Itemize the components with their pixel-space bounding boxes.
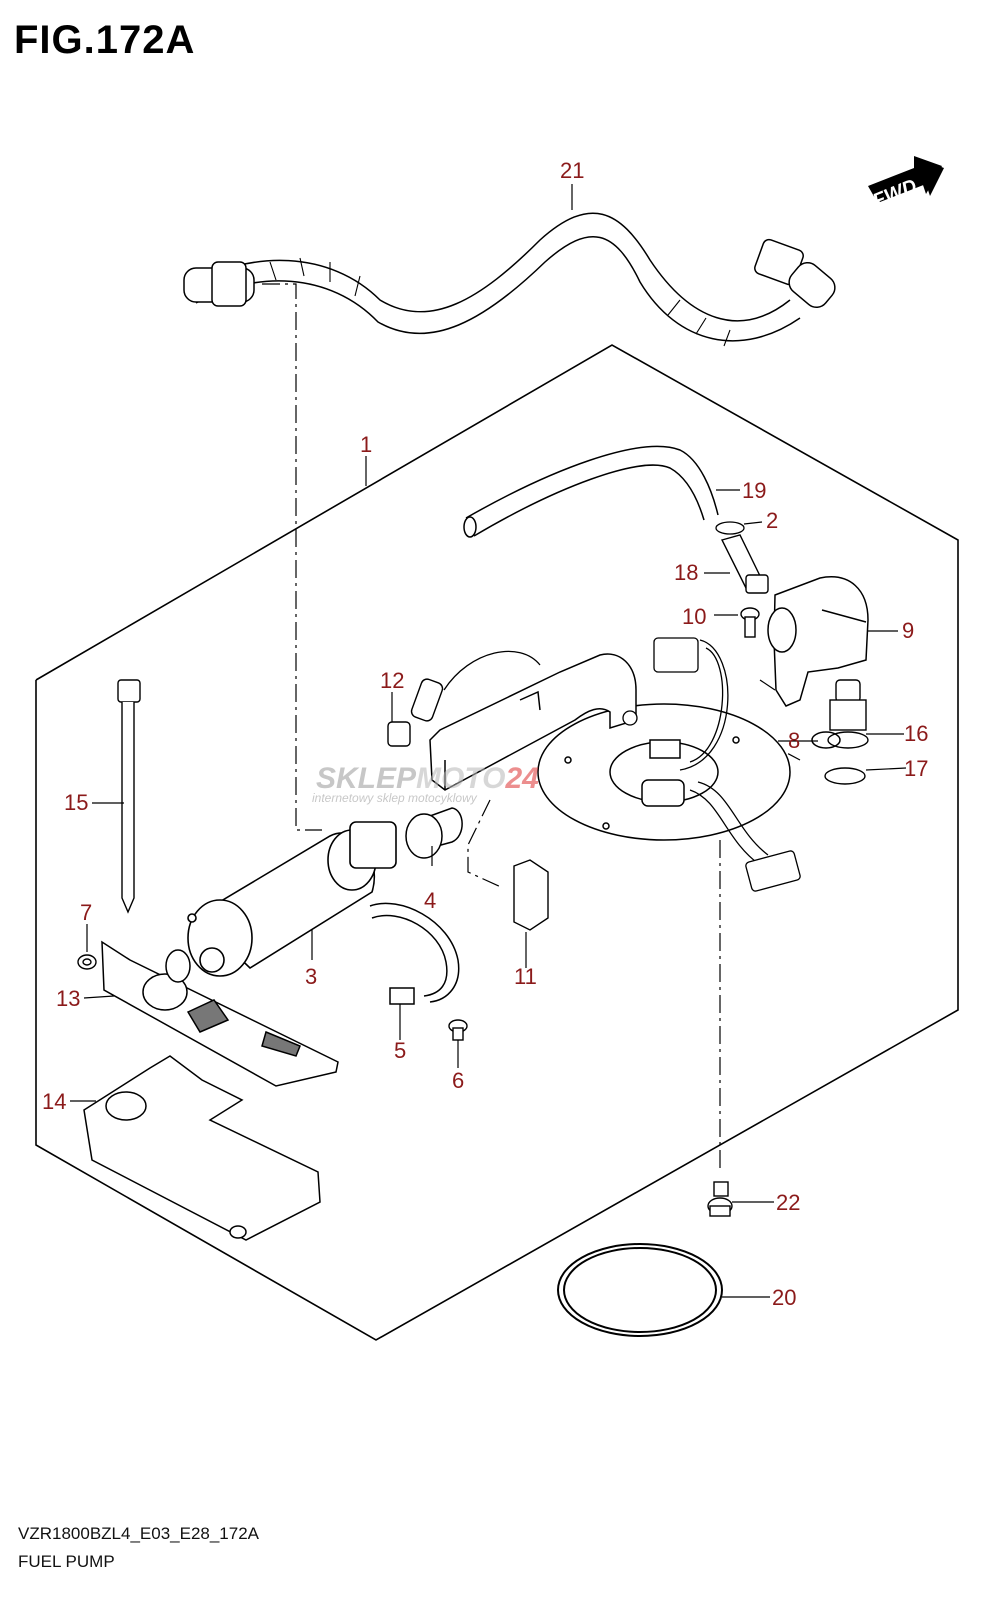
wiring-harness — [443, 637, 801, 892]
callout-8: 8 — [788, 728, 800, 753]
figure-name: FUEL PUMP — [18, 1552, 115, 1571]
watermark-tagline: internetowy sklep motocyklowy — [312, 791, 478, 805]
callout-19: 19 — [742, 478, 766, 503]
callout-12: 12 — [380, 668, 404, 693]
callout-5: 5 — [394, 1038, 406, 1063]
callout-17: 17 — [904, 756, 928, 781]
part-11-clamp — [513, 859, 549, 931]
figure-code: VZR1800BZL4_E03_E28_172A — [18, 1524, 260, 1543]
part-22-bolt — [707, 1181, 733, 1217]
part-16-regulator — [827, 679, 869, 749]
pump-base-assembly — [429, 653, 791, 841]
callout-1: 1 — [360, 432, 372, 457]
part-9-regulator-housing — [767, 576, 869, 707]
part-2-clip — [715, 521, 745, 535]
part-8-o-ring — [811, 731, 841, 749]
callout-9: 9 — [902, 618, 914, 643]
part-20-o-ring — [557, 1243, 723, 1337]
part-7-washer — [77, 954, 97, 970]
watermark-brand-left: SKLEP — [316, 762, 417, 795]
callout-21: 21 — [560, 158, 584, 183]
leader-lines — [70, 184, 907, 1298]
callout-2: 2 — [766, 508, 778, 533]
callout-22: 22 — [776, 1190, 800, 1215]
callout-20: 20 — [772, 1285, 796, 1310]
part-14-case — [83, 1055, 321, 1241]
part-17-clip — [824, 767, 866, 785]
part-5-band — [369, 902, 460, 1005]
callout-15: 15 — [64, 790, 88, 815]
figure-title: FIG.172A — [14, 18, 196, 62]
part-15-cable-tie — [117, 679, 141, 914]
callout-11: 11 — [514, 964, 537, 989]
fwd-arrow: FWD — [868, 156, 944, 213]
part-13-filter — [101, 940, 339, 1087]
part-3-fuel-pump — [187, 821, 397, 977]
callout-10: 10 — [682, 604, 706, 629]
watermark-brand-right: 24 — [504, 762, 539, 795]
part-18-joint — [720, 534, 769, 594]
part-10-screw — [740, 607, 760, 638]
callout-labels: 1 2 3 4 5 6 7 8 9 10 11 12 13 14 15 16 1… — [42, 158, 928, 1310]
part-4-grommet — [405, 807, 463, 859]
callout-18: 18 — [674, 560, 698, 585]
callout-14: 14 — [42, 1089, 66, 1114]
callout-4: 4 — [424, 888, 436, 913]
callout-6: 6 — [452, 1068, 464, 1093]
watermark-brand-mid: MOTO — [416, 762, 505, 795]
callout-7: 7 — [80, 900, 92, 925]
part-21-fuel-hose — [183, 212, 836, 347]
callout-13: 13 — [56, 986, 80, 1011]
part-12-connector — [387, 678, 444, 747]
assembly-outline — [35, 344, 959, 1341]
part-6-screw — [448, 1019, 468, 1041]
svg-text:SKLEPMOTO24: SKLEPMOTO24 — [316, 762, 539, 795]
watermark: SKLEPMOTO24 internetowy sklep motocyklow… — [312, 762, 539, 805]
callout-3: 3 — [305, 964, 317, 989]
callout-16: 16 — [904, 721, 928, 746]
part-19-vent-tube — [463, 445, 719, 538]
